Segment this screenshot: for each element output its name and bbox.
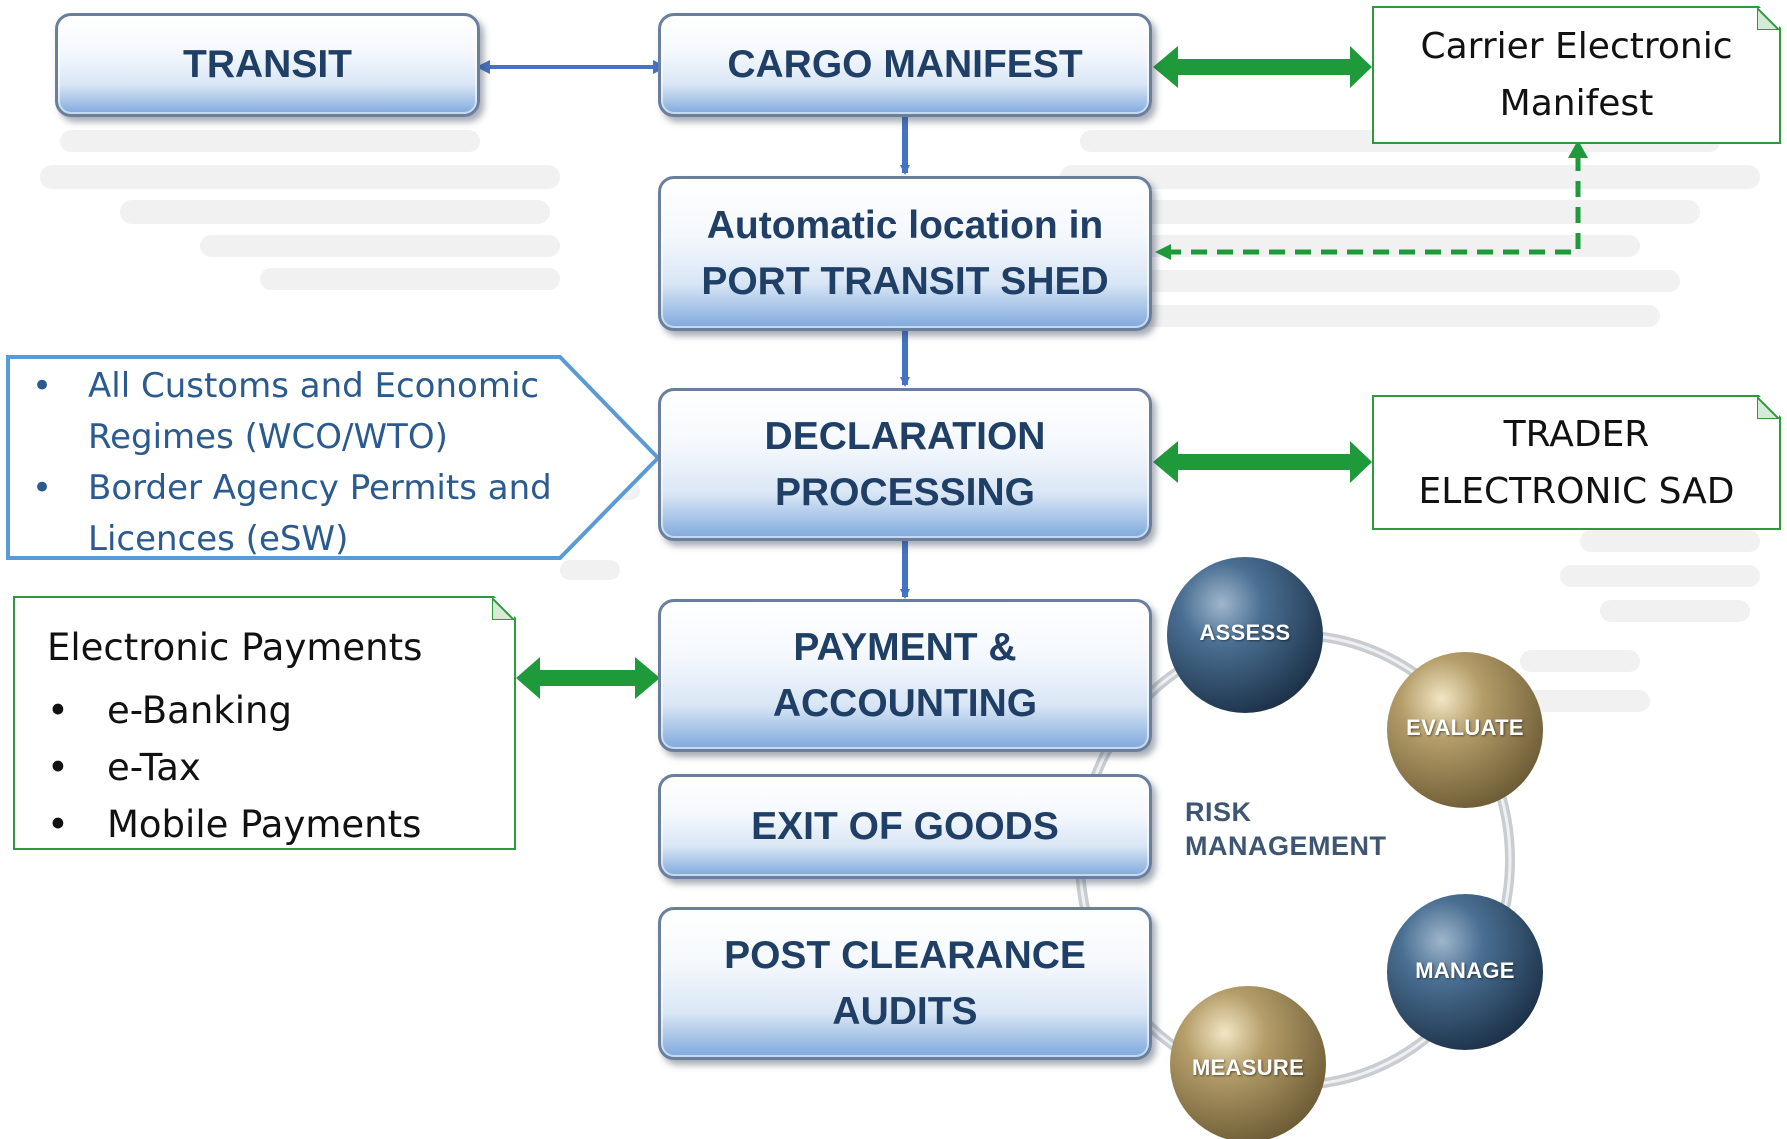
declaration-line: PROCESSING: [774, 470, 1036, 514]
payment-method-label: Mobile Payments: [107, 803, 422, 846]
exit-of-goods-label: EXIT OF GOODS: [751, 804, 1059, 848]
automatic-location-line: PORT TRANSIT SHED: [701, 259, 1109, 303]
payment-method-item: • Mobile Payments: [47, 796, 421, 853]
electronic-payments-title: Electronic Payments: [47, 626, 423, 669]
regime-line: Border Agency Permits and: [88, 468, 552, 508]
trader-electronic-sad-box[interactable]: TRADER ELECTRONIC SAD: [1372, 395, 1781, 530]
payment-method-label: e-Banking: [107, 689, 292, 732]
post-clearance-line: POST CLEARANCE: [724, 933, 1086, 977]
carrier-line: Carrier Electronic: [1420, 26, 1733, 67]
declaration-processing-box[interactable]: DECLARATION PROCESSING: [658, 388, 1152, 541]
declaration-line: DECLARATION: [764, 414, 1046, 458]
transit-label: TRANSIT: [183, 43, 352, 86]
regime-item: • Border Agency Permits and Licences (eS…: [8, 463, 552, 565]
manage-sphere: [1387, 894, 1543, 1050]
regime-bullet: •: [32, 468, 53, 508]
arrow-declaration-trader: [1153, 441, 1372, 483]
payment-line: PAYMENT &: [793, 625, 1017, 669]
regime-item: • All Customs and Economic Regimes (WCO/…: [8, 361, 552, 463]
arrow-payments-payment: [516, 657, 660, 699]
payment-method-bullet: •: [47, 746, 69, 789]
transit-box[interactable]: TRANSIT: [55, 13, 480, 117]
carrier-line: Manifest: [1499, 83, 1654, 124]
payments-list: • e-Banking • e-Tax • Mobile Payments: [47, 682, 421, 853]
exit-of-goods-box[interactable]: EXIT OF GOODS: [658, 774, 1152, 879]
regime-bullet: •: [32, 366, 53, 406]
assess-label[interactable]: ASSESS: [1199, 620, 1291, 645]
regimes-callout-shape: [6, 355, 661, 560]
measure-label[interactable]: MEASURE: [1191, 1055, 1305, 1080]
electronic-payments-box[interactable]: Electronic Payments • e-Banking • e-Tax …: [13, 596, 516, 850]
trader-line: ELECTRONIC SAD: [1418, 470, 1735, 512]
cargo-manifest-box[interactable]: CARGO MANIFEST: [658, 13, 1152, 117]
cargo-manifest-label: CARGO MANIFEST: [727, 43, 1083, 86]
post-clearance-line: AUDITS: [832, 989, 978, 1033]
regime-line: All Customs and Economic: [88, 366, 540, 406]
risk-management-label: RISK MANAGEMENT: [1185, 797, 1387, 861]
arrow-carrier-to-location: [1155, 155, 1581, 260]
regime-line: Regimes (WCO/WTO): [88, 417, 448, 457]
evaluate-label[interactable]: EVALUATE: [1406, 715, 1524, 740]
regimes-callout: • All Customs and Economic Regimes (WCO/…: [8, 357, 568, 559]
automatic-location-box[interactable]: Automatic location in PORT TRANSIT SHED: [658, 176, 1152, 331]
automatic-location-line: Automatic location in: [706, 203, 1104, 247]
payment-accounting-box[interactable]: PAYMENT & ACCOUNTING: [658, 599, 1152, 752]
measure-sphere: [1170, 986, 1326, 1139]
arrow-cargo-carrier: [1153, 46, 1372, 88]
payment-method-item: • e-Banking: [47, 682, 421, 739]
evaluate-sphere: [1387, 652, 1543, 808]
manage-label[interactable]: MANAGE: [1415, 958, 1515, 983]
regimes-list: • All Customs and Economic Regimes (WCO/…: [8, 361, 552, 565]
payment-method-bullet: •: [47, 803, 69, 846]
payment-method-item: • e-Tax: [47, 739, 421, 796]
regime-line: Licences (eSW): [88, 519, 349, 559]
payment-line: ACCOUNTING: [772, 681, 1038, 725]
payment-method-label: e-Tax: [107, 746, 201, 789]
payment-method-bullet: •: [47, 689, 69, 732]
post-clearance-audits-box[interactable]: POST CLEARANCE AUDITS: [658, 907, 1152, 1060]
carrier-electronic-manifest-box[interactable]: Carrier Electronic Manifest: [1372, 6, 1781, 144]
assess-sphere: [1167, 557, 1323, 713]
trader-line: TRADER: [1503, 413, 1650, 455]
